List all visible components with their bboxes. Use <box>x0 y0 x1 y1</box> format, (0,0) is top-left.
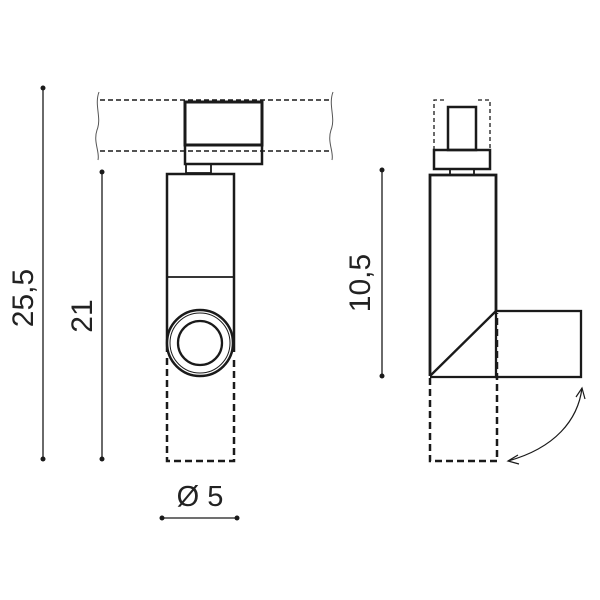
dimension-diameter: Ø 5 <box>159 481 240 521</box>
track-rail-front <box>95 91 334 161</box>
lamp-body-front <box>165 172 236 463</box>
rotation-arrow-icon <box>506 386 586 465</box>
adapter-side <box>432 99 492 176</box>
lamp-body-side <box>428 173 583 463</box>
adapter-front <box>183 100 264 174</box>
dimension-label-body-height: 21 <box>66 299 99 332</box>
dimension-label-head-height: 10,5 <box>344 254 377 312</box>
dimension-label-overall-height: 25,5 <box>7 269 40 327</box>
dimension-body-height: 21 <box>66 169 105 462</box>
dimension-overall-height: 25,5 <box>7 85 46 462</box>
dimension-label-diameter: Ø 5 <box>177 481 224 513</box>
dimension-head-height: 10,5 <box>344 167 385 379</box>
